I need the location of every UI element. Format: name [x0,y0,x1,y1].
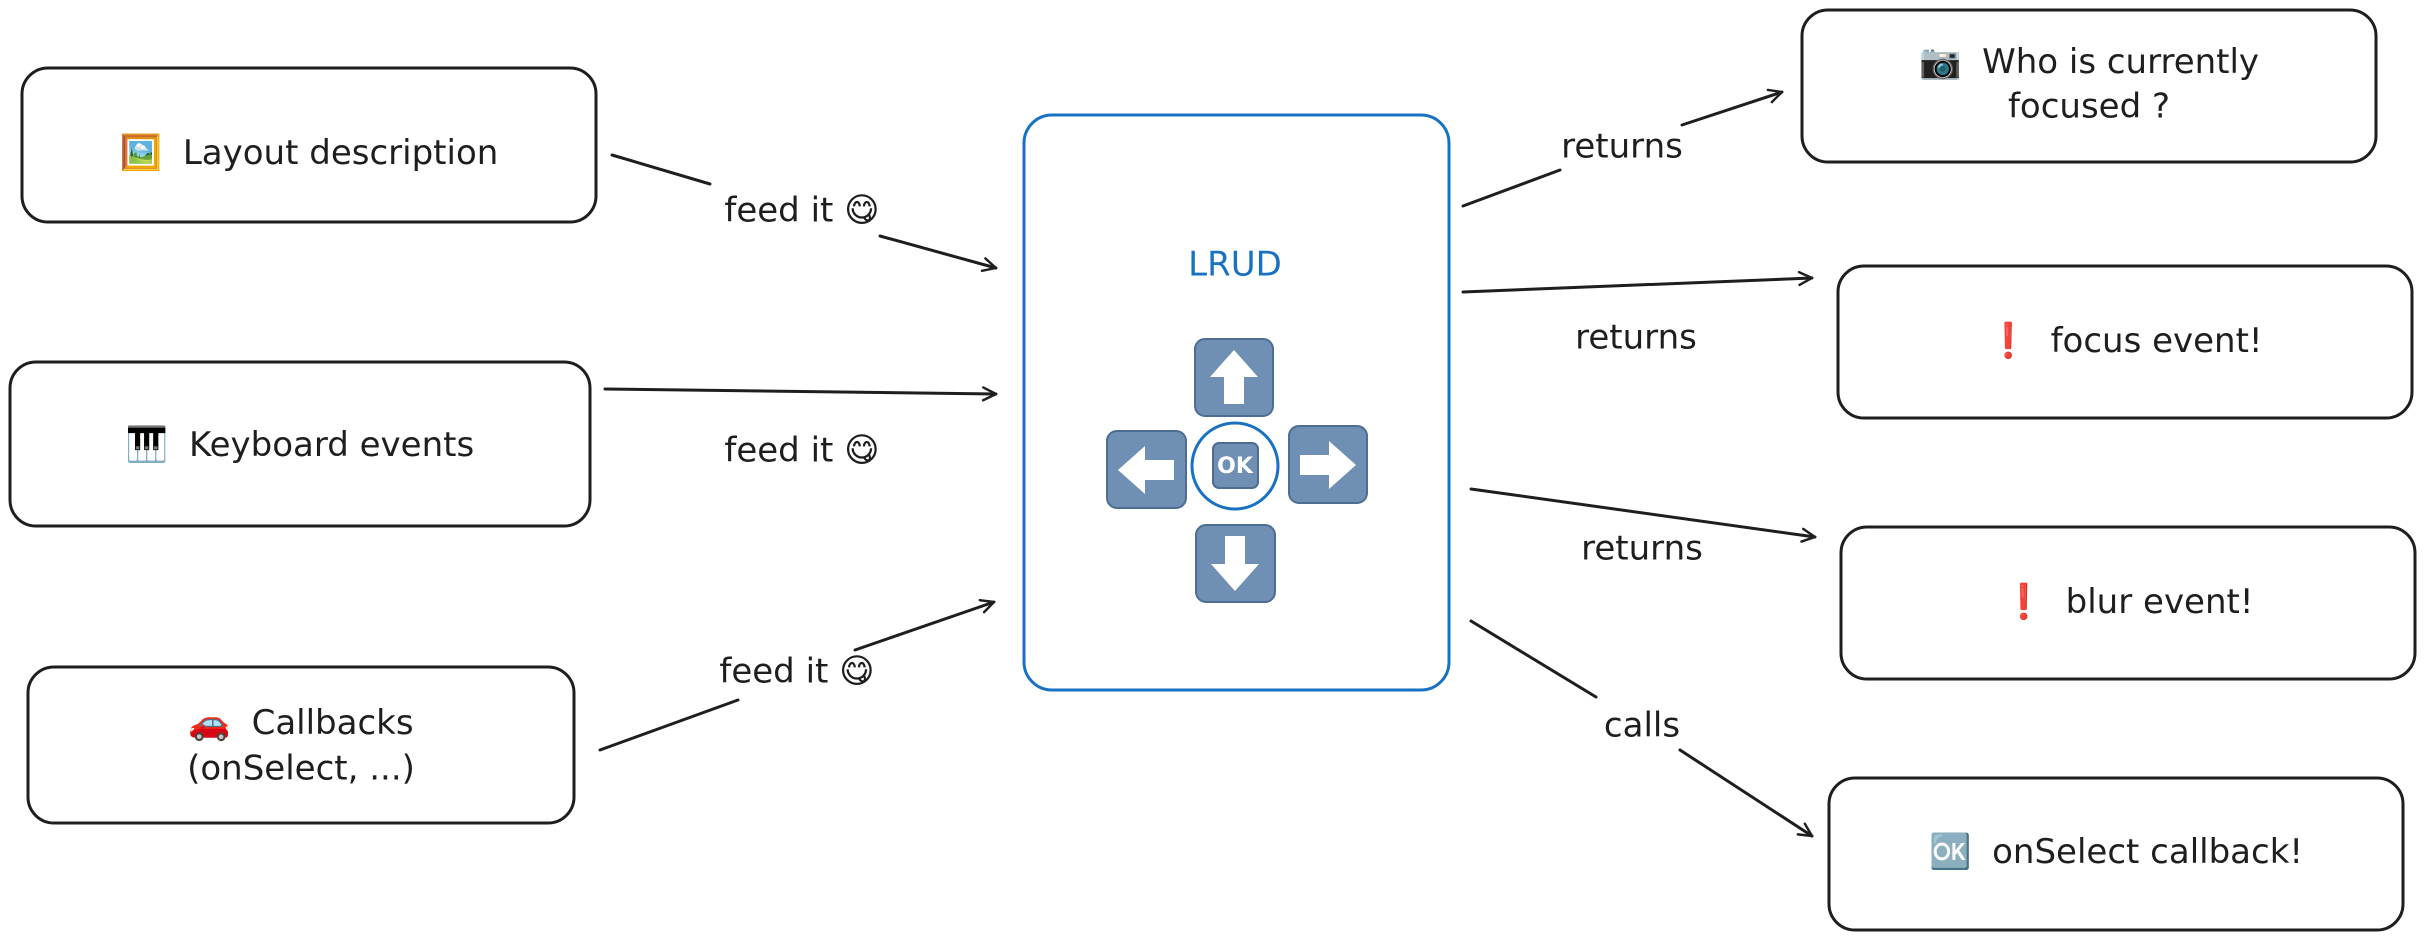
svg-text:🆗 onSelect callback!: 🆗 onSelect callback! [1929,832,2303,872]
dpad-icon: OK [1106,338,1368,603]
edge-returns-focused: returns [1461,88,1784,208]
edge-calls-onselect: calls [1469,619,1814,838]
exclamation-icon: ❗ [2003,582,2045,622]
edge-label-returns-3: returns [1581,529,1703,569]
arrow-down-icon [1195,524,1276,603]
ok-icon: 🆗 [1929,832,1971,872]
edge-feed-layout: feed it 😋 [610,153,998,272]
edge-label-returns-2: returns [1575,318,1697,358]
input-box-layout: 🖼️ Layout description [20,66,598,224]
edge-feed-callbacks: feed it 😋 [598,598,996,752]
svg-text:❗ blur event!: ❗ blur event! [2003,582,2254,622]
edge-label-feed-2: feed it 😋 [724,431,879,471]
input-label-callbacks-detail: (onSelect, ...) [187,749,415,789]
lrud-title: LRUD [1188,245,1282,285]
edge-label-returns-1: returns [1561,127,1683,167]
edge-label-calls: calls [1604,706,1680,746]
car-icon: 🚗 [188,703,230,743]
piano-keys-icon: 🎹 [126,425,168,465]
input-label-callbacks: Callbacks [252,703,414,743]
edge-returns-blur-event: returns [1469,487,1817,569]
output-label-blur-event: blur event! [2066,582,2254,622]
ok-key-icon: OK [1190,421,1280,511]
exclamation-icon: ❗ [1987,321,2029,361]
edge-feed-keyboard: feed it 😋 [603,386,998,471]
edge-label-feed-1: feed it 😋 [724,191,879,231]
arrow-up-icon [1194,338,1274,417]
lrud-box: LRUD OK [1022,113,1451,692]
svg-text:🖼️ Layout description: 🖼️ Layout description [120,133,499,173]
camera-icon: 📷 [1919,42,1961,82]
output-box-focus-event: ❗ focus event! [1836,264,2414,420]
svg-text:❗ focus event!: ❗ focus event! [1987,321,2262,361]
output-label-focused-line2: focused ? [2008,87,2170,127]
input-label-keyboard: Keyboard events [189,425,474,465]
input-label-layout: Layout description [183,133,498,173]
output-box-onselect: 🆗 onSelect callback! [1827,776,2405,932]
edge-label-feed-3: feed it 😋 [719,652,874,692]
arrow-right-icon [1288,425,1368,504]
output-box-focused: 📷 Who is currently focused ? [1800,8,2378,164]
picture-icon: 🖼️ [120,133,162,173]
output-box-blur-event: ❗ blur event! [1839,525,2417,681]
input-box-keyboard: 🎹 Keyboard events [8,360,592,528]
output-label-focused: Who is currently [1982,42,2259,82]
edge-returns-focus-event: returns [1461,270,1814,358]
svg-text:🎹 Keyboard events: 🎹 Keyboard events [126,425,474,465]
output-label-onselect: onSelect callback! [1992,832,2303,872]
arrow-left-icon [1106,430,1187,509]
svg-text:📷 Who is currently: 📷 Who is currently [1919,42,2259,82]
svg-text:🚗 Callbacks: 🚗 Callbacks [188,703,413,743]
input-box-callbacks: 🚗 Callbacks (onSelect, ...) [26,665,576,825]
output-label-focus-event: focus event! [2051,321,2263,361]
ok-key-label: OK [1217,454,1254,479]
